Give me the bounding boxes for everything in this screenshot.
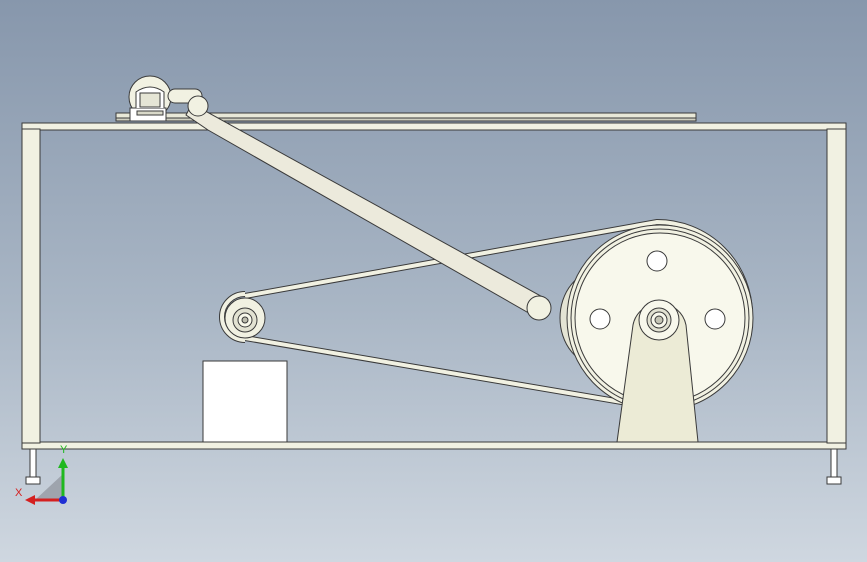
left-foot-rod xyxy=(29,448,37,478)
flywheel-hole-left xyxy=(589,308,611,330)
z-axis-dot xyxy=(59,496,67,504)
right-foot-pad xyxy=(826,476,842,485)
frame-top-beam xyxy=(21,122,847,131)
left-foot-pad xyxy=(25,476,41,485)
connecting-rod xyxy=(185,95,552,321)
frame-left-post xyxy=(21,128,41,444)
frame-right-post xyxy=(826,128,847,444)
base-block xyxy=(202,360,288,443)
leveling-feet xyxy=(25,448,842,485)
motor-mount xyxy=(128,75,203,122)
flywheel-support xyxy=(616,299,699,443)
frame-bottom-beam xyxy=(21,441,847,450)
frame xyxy=(21,122,847,450)
top-rail xyxy=(115,112,697,122)
y-axis-label: Y xyxy=(60,444,68,456)
flywheel-hole-right xyxy=(704,308,726,330)
x-axis-label: X xyxy=(15,487,23,499)
x-axis-arrow xyxy=(25,495,35,505)
small-pulley xyxy=(224,297,266,339)
right-foot-rod xyxy=(830,448,838,478)
flywheel-hole-top xyxy=(646,250,668,272)
axis-triad: Y X xyxy=(15,444,68,505)
y-axis-arrow xyxy=(58,458,68,468)
